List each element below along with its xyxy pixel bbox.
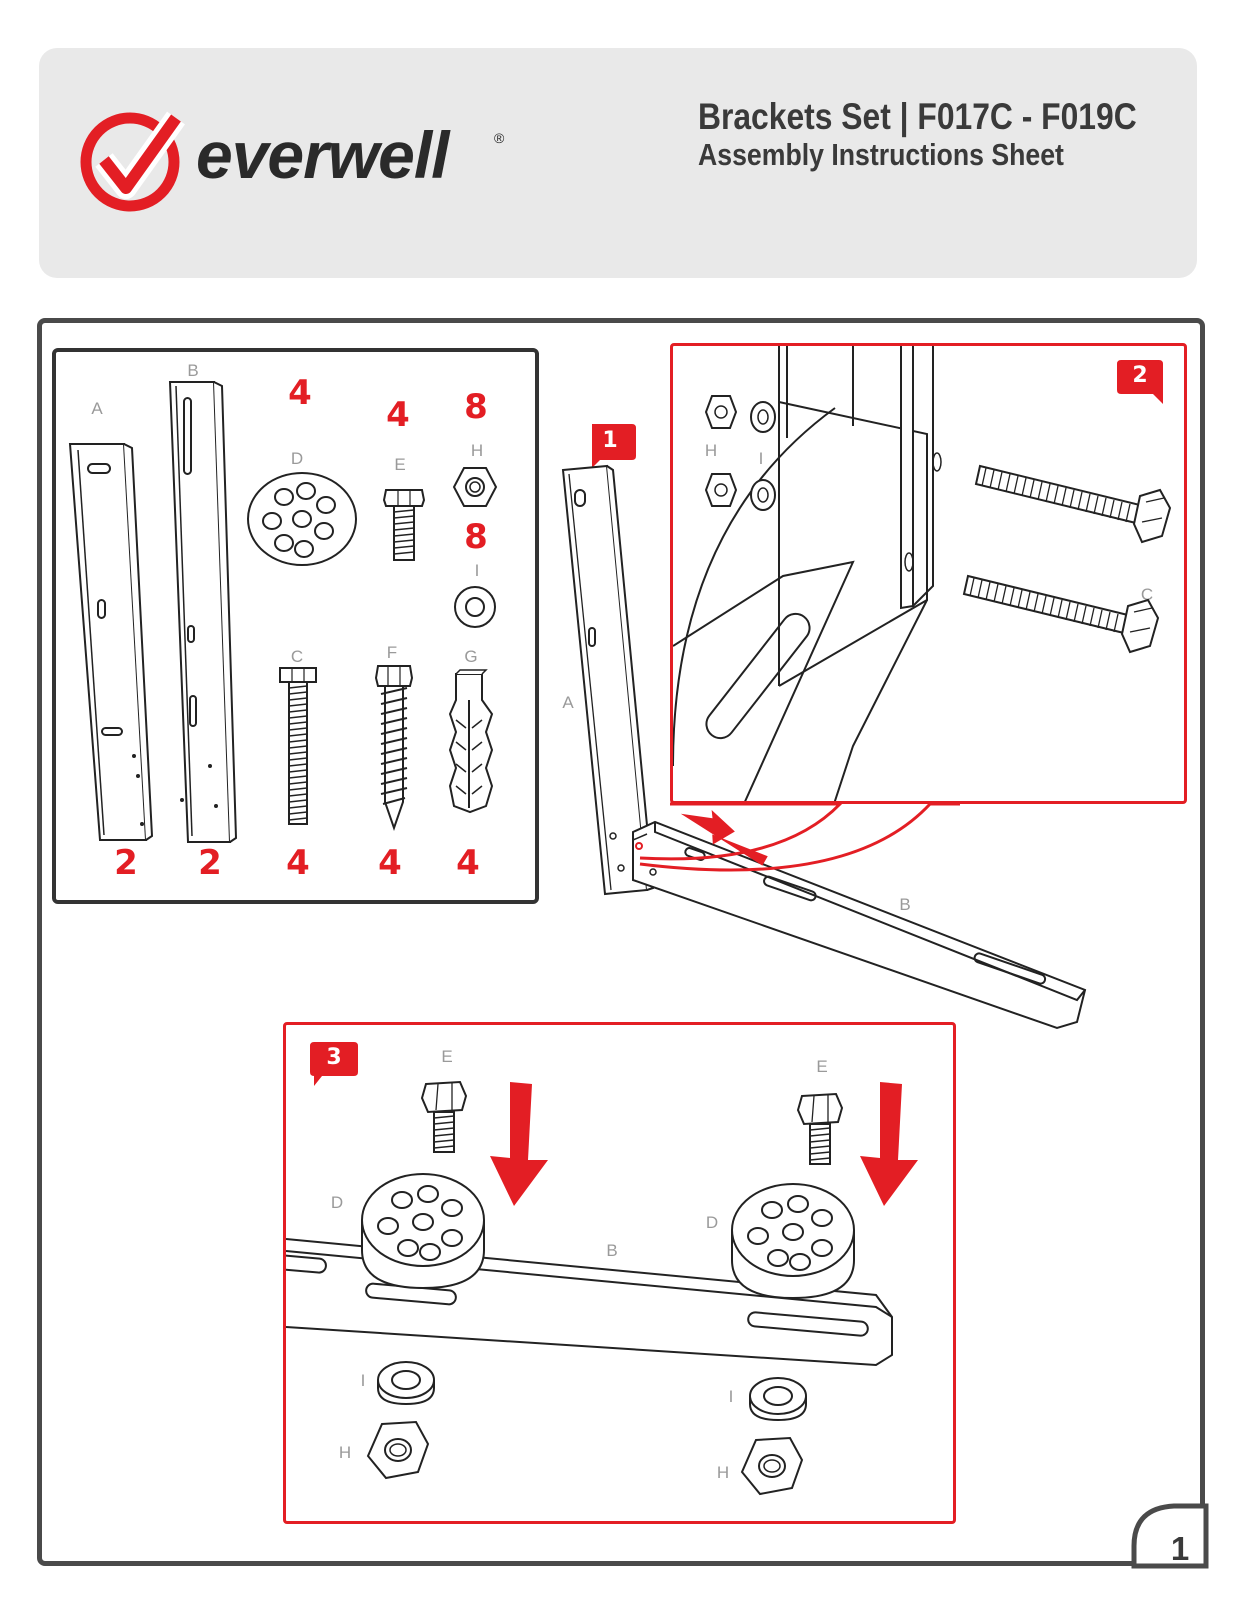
part-f-label: F	[386, 643, 398, 662]
long-bolt-c-icon	[279, 667, 317, 825]
part-g-label: G	[464, 647, 478, 666]
document-subtitle: Assembly Instructions Sheet	[698, 137, 1064, 172]
step2-number: 2	[1132, 363, 1148, 388]
hex-nut-h-icon	[452, 467, 498, 507]
step3-number: 3	[326, 1045, 342, 1070]
page-number: 1	[1170, 1530, 1190, 1567]
washer-i-icon	[454, 586, 496, 628]
bracket-a-illustration	[68, 443, 154, 841]
part-e-label: E	[394, 455, 406, 474]
step3-bolt-e-right-icon	[796, 1092, 844, 1165]
step1-badge-icon	[592, 424, 636, 468]
step3-label-d-right: D	[705, 1213, 719, 1232]
part-i-label: I	[474, 561, 480, 580]
step2-badge-icon	[1117, 360, 1163, 404]
step2-washer-icon	[750, 401, 776, 433]
step3-down-arrow-left-icon	[490, 1082, 548, 1206]
part-b-quantity: 2	[198, 843, 222, 883]
step2-nut-icon	[704, 395, 738, 429]
step2-nut-icon-lower	[704, 473, 738, 507]
step2-label-i: I	[758, 449, 764, 468]
step3-label-b: B	[606, 1241, 618, 1260]
header-banner	[39, 48, 1197, 278]
short-bolt-e-icon	[382, 489, 426, 561]
part-h-label: H	[470, 441, 484, 460]
instructions-frame	[37, 318, 1205, 1566]
step3-badge-icon	[310, 1042, 358, 1086]
page-corner-tab	[1131, 1503, 1209, 1569]
everwell-check-logo-icon	[80, 111, 185, 212]
brand-wordmark: everwell	[196, 118, 450, 192]
document-title: Brackets Set | F017C - F019C	[698, 96, 1137, 137]
part-c-quantity: 4	[286, 843, 310, 883]
part-h-quantity: 8	[464, 387, 488, 427]
step1-number: 1	[602, 428, 618, 453]
step3-label-i-right: I	[728, 1387, 734, 1406]
step1-label-a: A	[562, 693, 574, 712]
wall-plug-g-icon	[448, 669, 494, 814]
registered-mark: ®	[494, 130, 505, 146]
part-d-label: D	[290, 449, 304, 468]
bracket-b-illustration	[168, 381, 238, 843]
assembled-bracket-illustration	[561, 464, 1087, 1030]
step3-pad-d-left-icon	[361, 1173, 485, 1290]
step2-label-h: H	[704, 441, 718, 460]
part-a-quantity: 2	[114, 843, 138, 883]
part-e-quantity: 4	[386, 395, 410, 435]
part-b-label: B	[187, 361, 199, 380]
part-f-quantity: 4	[378, 843, 402, 883]
part-d-quantity: 4	[288, 373, 312, 413]
step1-label-b: B	[899, 895, 911, 914]
step3-washer-i-left-icon	[377, 1361, 435, 1406]
detail-callout-connector	[639, 802, 960, 872]
part-g-quantity: 4	[456, 843, 480, 883]
step2-bolt-icon-upper	[974, 464, 1172, 544]
step3-label-h-left: H	[338, 1443, 352, 1462]
step3-label-i-left: I	[360, 1371, 366, 1390]
lag-screw-f-icon	[374, 665, 414, 832]
step2-bolt-icon-lower	[962, 574, 1160, 654]
rubber-pad-d-icon	[247, 472, 357, 566]
part-a-label: A	[91, 399, 103, 418]
step3-label-e-left: E	[441, 1047, 453, 1066]
step3-bolt-e-left-icon	[420, 1080, 468, 1153]
step3-washer-i-right-icon	[749, 1377, 807, 1422]
step3-label-d-left: D	[330, 1193, 344, 1212]
part-c-label: C	[290, 647, 304, 666]
step2-washer-icon-lower	[750, 479, 776, 511]
step3-label-e-right: E	[816, 1057, 828, 1076]
step3-down-arrow-right-icon	[860, 1082, 918, 1206]
step3-nut-h-right-icon	[740, 1436, 804, 1496]
step3-pad-d-right-icon	[731, 1183, 855, 1300]
part-i-quantity: 8	[464, 517, 488, 557]
step2-bracket-closeup	[673, 346, 942, 801]
step3-label-h-right: H	[716, 1463, 730, 1482]
step3-nut-h-left-icon	[366, 1420, 430, 1480]
step2-label-c: C	[1140, 585, 1154, 604]
